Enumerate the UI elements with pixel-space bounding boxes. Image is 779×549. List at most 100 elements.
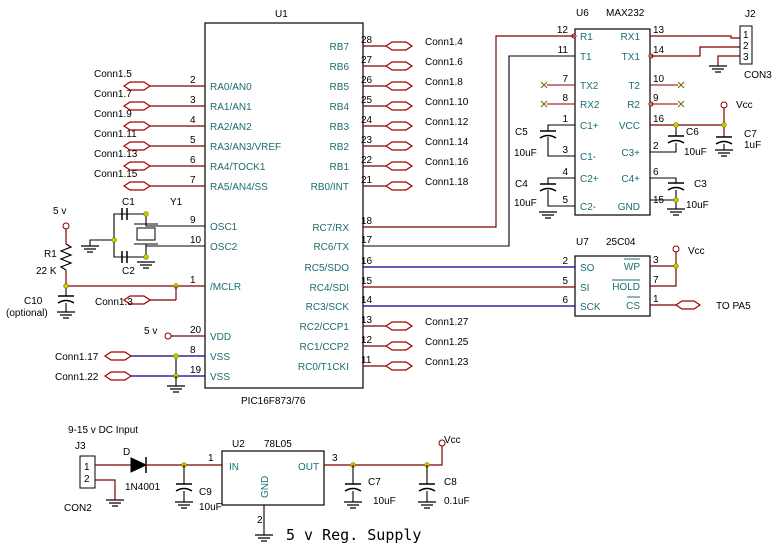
j3-name: CON2	[64, 503, 92, 514]
j3-body	[79, 455, 96, 489]
u6-pin-number: 8	[562, 93, 568, 104]
u6-pin-name: C3+	[621, 148, 640, 159]
u2-body	[221, 450, 325, 506]
supply-title: 5 v Reg. Supply	[286, 526, 421, 544]
vcc-label-25c04: Vcc	[688, 246, 705, 257]
ground-icon	[106, 499, 124, 507]
rx1-wire	[650, 35, 740, 39]
u6-pin-number: 9	[653, 93, 659, 104]
vss-connector	[103, 371, 133, 381]
c6-ref: C6	[686, 127, 699, 138]
c7-value: 1uF	[744, 140, 761, 151]
u2-ref: U2	[232, 439, 245, 450]
u1-pin-number: 1	[190, 275, 196, 286]
u1-pin-number: 18	[361, 216, 373, 227]
u1-pin-number: 9	[190, 215, 196, 226]
u1-pin-number: 16	[361, 256, 373, 267]
u6-pin-name: R1	[580, 32, 593, 43]
u1-pin-name: VSS	[210, 352, 230, 363]
u2-pin-in: 1	[208, 453, 214, 464]
u1-pin-number: 19	[190, 365, 202, 376]
u1-pin-name: RB2	[330, 142, 350, 153]
ground-icon	[344, 501, 362, 509]
u1-pin-number: 13	[361, 315, 373, 326]
supply-input-label: 9-15 v DC Input	[68, 425, 138, 436]
u6-ref: U6	[576, 8, 589, 19]
u1-right-net: Conn1.25	[425, 337, 469, 348]
r1-ref: R1	[44, 249, 57, 260]
u1-pin-number: 24	[361, 115, 373, 126]
c5-ref: C5	[515, 127, 528, 138]
c8-capacitor	[418, 483, 436, 492]
u1-left-connector	[122, 81, 152, 91]
u1-right-connector	[384, 41, 414, 51]
u6-pin-number: 2	[653, 141, 659, 152]
c7-capacitor	[715, 136, 733, 145]
ground-icon	[715, 149, 733, 157]
u1-right-net: Conn1.18	[425, 177, 469, 188]
u1-pin-name: OSC1	[210, 222, 238, 233]
u7-pin-name: CS	[626, 301, 640, 312]
u1-right-connector	[384, 141, 414, 151]
u1-pin-name: RA1/AN1	[210, 102, 252, 113]
u1-left-net: Conn1.5	[94, 69, 132, 80]
u1-right-connector	[384, 181, 414, 191]
ground-icon	[167, 385, 185, 393]
cs-net-label: TO PA5	[716, 301, 751, 312]
c2-capacitor	[121, 251, 128, 263]
u2-pin-gnd: 2	[257, 515, 263, 526]
u1-right-connector	[384, 101, 414, 111]
u7-pin-number: 1	[653, 294, 659, 305]
u1-part: PIC16F873/76	[241, 396, 306, 407]
c1-ref: C1	[122, 197, 135, 208]
u7-part: 25C04	[606, 237, 636, 248]
u2-in-label: IN	[229, 462, 239, 473]
u1-pin-name: RB7	[330, 42, 350, 53]
u6-pin-name: C4+	[621, 174, 640, 185]
u1-pin-name: RC2/CCP1	[300, 322, 350, 333]
u1-pin-name: RB6	[330, 62, 350, 73]
u1-pin-name: RA4/TOCK1	[210, 162, 266, 173]
u6-pin-number: 11	[558, 45, 569, 56]
u1-pin-number: 4	[190, 115, 196, 126]
rx-wire	[363, 35, 575, 228]
u1-pin-name: RC1/CCP2	[300, 342, 350, 353]
c7-supply-value: 10uF	[373, 496, 396, 507]
u6-pin-name: GND	[618, 202, 640, 213]
u1-left-connector	[122, 161, 152, 171]
mclr-net: Conn1.3	[95, 297, 133, 308]
u1-pin-number: 7	[190, 175, 196, 186]
u2-out-label: OUT	[298, 462, 319, 473]
u1-right-net: Conn1.23	[425, 357, 469, 368]
u1-right-connector	[384, 81, 414, 91]
ground-icon	[81, 245, 99, 253]
u1-pin-name: /MCLR	[210, 282, 241, 293]
ground-icon	[709, 65, 727, 73]
u7-ref: U7	[576, 237, 589, 248]
u1-pin-number: 21	[361, 175, 373, 186]
u1-right-connector	[384, 321, 414, 331]
u1-pin-number: 28	[361, 35, 373, 46]
j3-ref: J3	[75, 441, 86, 452]
u1-right-net: Conn1.14	[425, 137, 469, 148]
u1-right-net: Conn1.6	[425, 57, 463, 68]
u1-pin-number: 14	[361, 295, 373, 306]
u7-pin-number: 7	[653, 275, 659, 286]
u1-pin-number: 22	[361, 155, 373, 166]
u2-part: 78L05	[264, 439, 292, 450]
j2-pin1: 1	[743, 30, 749, 41]
c10-note: (optional)	[6, 308, 48, 319]
u1-right-connector	[384, 361, 414, 371]
u1-pin-name: RA0/AN0	[210, 82, 252, 93]
u1-pin-name: RB0/INT	[311, 182, 349, 193]
u7-pin-name: HOLD	[612, 282, 640, 293]
c7-supply-ref: C7	[368, 477, 381, 488]
c7-ref: C7	[744, 129, 757, 140]
u1-right-net: Conn1.27	[425, 317, 469, 328]
u1-left-connector	[122, 141, 152, 151]
u7-pin-name: WP	[624, 262, 640, 273]
u1-right-net: Conn1.8	[425, 77, 463, 88]
